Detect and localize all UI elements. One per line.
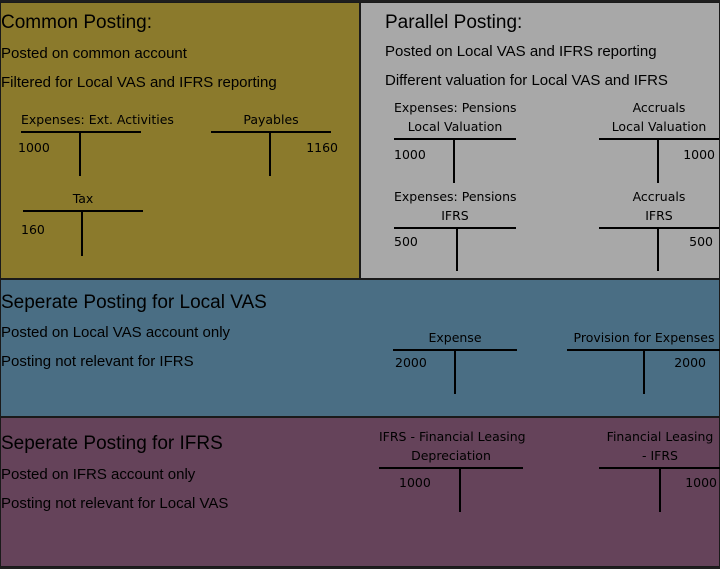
t-account-vertical-rule	[657, 138, 659, 183]
ifrs-posting-line-1: Posted on IFRS account only	[1, 466, 196, 483]
parallel-posting-line-2: Different valuation for Local VAS and IF…	[385, 72, 668, 89]
t-account-label-line: IFRS - Financial Leasing	[379, 429, 526, 444]
common-posting-title: Common Posting:	[1, 12, 153, 33]
t-account-credit-amount: 1160	[306, 140, 338, 155]
t-account-vertical-rule	[81, 210, 83, 256]
t-account-tax: Tax 160	[21, 184, 143, 259]
t-account-horizontal-rule	[23, 210, 143, 212]
t-account-label-line: Local Valuation	[611, 119, 707, 134]
t-account-debit-amount: 1000	[394, 147, 426, 162]
t-account-debit-amount: 1000	[399, 475, 431, 490]
t-account-label-line: IFRS	[645, 208, 673, 223]
t-account-label-line: Expenses: Pensions	[394, 189, 517, 204]
ifrs-posting-line-2: Posting not relevant for Local VAS	[1, 495, 229, 512]
common-posting-line-2: Filtered for Local VAS and IFRS reportin…	[1, 74, 277, 91]
t-account-vertical-rule	[659, 467, 661, 512]
t-account-horizontal-rule	[394, 138, 516, 140]
t-account-vertical-rule	[79, 131, 81, 176]
t-account-label: Expense	[393, 328, 517, 347]
local-vas-posting-line-2: Posting not relevant for IFRS	[1, 353, 194, 370]
t-account-horizontal-rule	[211, 131, 331, 133]
t-account-debit-amount: 160	[21, 222, 45, 237]
t-account-label: Financial Leasing - IFRS	[599, 427, 720, 465]
t-account-debit-amount: 1000	[18, 140, 50, 155]
t-account-label-line: Expense	[428, 330, 482, 345]
ifrs-posting-title: Seperate Posting for IFRS	[1, 433, 223, 454]
t-account-provision-for-expenses: Provision for Expenses 2000	[567, 323, 720, 398]
t-account-horizontal-rule	[394, 227, 516, 229]
common-posting-panel: Common Posting: Posted on common account…	[0, 2, 360, 279]
t-account-label-line: Expenses: Ext. Activities	[21, 112, 174, 127]
t-account-debit-amount: 500	[394, 234, 418, 249]
t-account-vertical-rule	[643, 349, 645, 394]
local-vas-posting-title: Seperate Posting for Local VAS	[1, 292, 267, 313]
t-account-vertical-rule	[453, 138, 455, 183]
ifrs-posting-panel: Seperate Posting for IFRS Posted on IFRS…	[0, 417, 720, 567]
t-account-credit-amount: 1000	[683, 147, 715, 162]
local-vas-posting-panel: Seperate Posting for Local VAS Posted on…	[0, 279, 720, 417]
t-account-credit-amount: 1000	[685, 475, 717, 490]
t-account-horizontal-rule	[379, 467, 523, 469]
t-account-horizontal-rule	[599, 138, 719, 140]
t-account-vertical-rule	[456, 227, 458, 271]
t-account-label-line: Accruals	[632, 100, 686, 115]
t-account-horizontal-rule	[599, 227, 719, 229]
t-account-vertical-rule	[454, 349, 456, 394]
t-account-vertical-rule	[459, 467, 461, 512]
common-posting-line-1: Posted on common account	[1, 45, 187, 62]
t-account-financial-leasing-ifrs: Financial Leasing - IFRS 1000	[599, 428, 720, 518]
t-account-label-line: Accruals	[632, 189, 686, 204]
t-account-expenses-ext-activities: Expenses: Ext. Activities 1000	[18, 98, 174, 178]
parallel-posting-panel: Parallel Posting: Posted on Local VAS an…	[360, 2, 720, 279]
t-account-label-line: - IFRS	[642, 448, 678, 463]
t-account-payables: Payables 1160	[211, 98, 338, 178]
parallel-posting-line-1: Posted on Local VAS and IFRS reporting	[385, 43, 657, 60]
t-account-label: Provision for Expenses	[567, 328, 720, 347]
t-account-label: Expenses: Ext. Activities	[21, 110, 174, 129]
t-account-label-line: IFRS	[441, 208, 469, 223]
t-account-credit-amount: 500	[689, 234, 713, 249]
t-account-debit-amount: 2000	[395, 355, 427, 370]
local-vas-posting-line-1: Posted on Local VAS account only	[1, 324, 231, 341]
t-account-label-line: Provision for Expenses	[573, 330, 715, 345]
t-account-label: Tax	[23, 189, 143, 208]
t-account-label-line: Financial Leasing	[606, 429, 714, 444]
t-account-vertical-rule	[269, 131, 271, 176]
t-account-label: Payables	[211, 110, 331, 129]
t-account-label-line: Local Valuation	[407, 119, 503, 134]
t-account-vertical-rule	[657, 227, 659, 271]
t-account-label-line: Depreciation	[411, 448, 491, 463]
parallel-posting-title: Parallel Posting:	[385, 12, 523, 33]
t-account-label-line: Expenses: Pensions	[394, 100, 517, 115]
t-account-label-line: Payables	[243, 112, 299, 127]
t-account-horizontal-rule	[21, 131, 141, 133]
t-account-credit-amount: 2000	[674, 355, 706, 370]
t-account-label-line: Tax	[72, 191, 94, 206]
